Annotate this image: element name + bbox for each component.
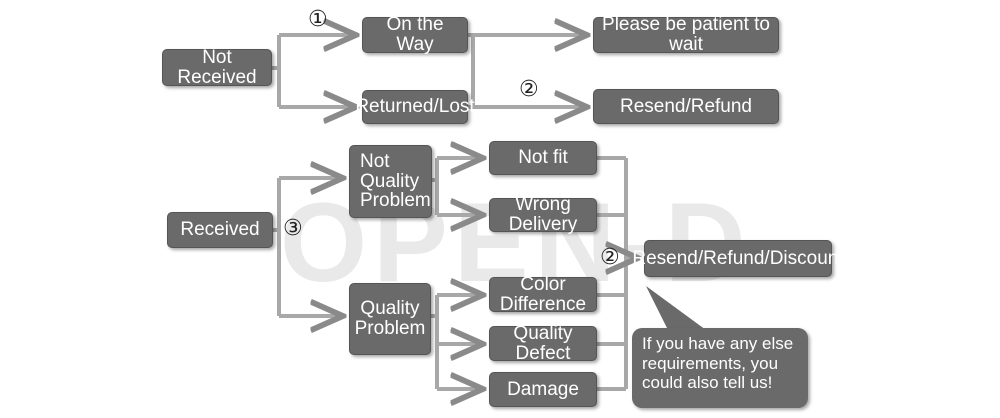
callout-note-text: If you have any else requirements, you c… <box>642 334 794 393</box>
node-returned-lost: Returned/Lost <box>355 90 475 124</box>
node-received-label: Received <box>180 219 260 241</box>
node-not-quality-problem: Not Quality Problem <box>349 145 432 218</box>
node-resend-refund-discount-label: Resend/Refund/Discount <box>632 247 844 269</box>
node-wrong-delivery: Wrong Delivery <box>489 194 597 235</box>
node-not-fit-label: Not fit <box>518 147 568 169</box>
node-damage: Damage <box>489 372 597 407</box>
callout-note: If you have any else requirements, you c… <box>632 328 808 408</box>
node-please-wait: Please be patient to wait <box>593 14 779 55</box>
node-resend-refund-label: Resend/Refund <box>619 95 753 117</box>
node-damage-label: Damage <box>507 378 579 400</box>
node-quality-problem: Quality Problem <box>349 283 431 355</box>
node-color-difference-label: Color Difference <box>499 273 587 315</box>
node-not-received: Not Received <box>162 46 272 88</box>
step-marker-2-bottom: ② <box>600 245 620 270</box>
node-on-the-way: On the Way <box>362 14 468 55</box>
node-received: Received <box>167 212 273 248</box>
node-color-difference: Color Difference <box>489 273 597 315</box>
node-not-received-label: Not Received <box>177 46 257 88</box>
node-wrong-delivery-label: Wrong Delivery <box>508 194 578 235</box>
step-marker-2-top: ② <box>519 77 539 102</box>
node-resend-refund-discount: Resend/Refund/Discount <box>632 240 844 277</box>
node-returned-lost-label: Returned/Lost <box>355 96 475 118</box>
node-not-fit: Not fit <box>489 141 597 175</box>
node-not-quality-problem-label: Not Quality Problem <box>360 150 431 212</box>
node-resend-refund: Resend/Refund <box>593 89 779 124</box>
node-on-the-way-label: On the Way <box>386 14 444 55</box>
node-quality-defect: Quality Defect <box>489 322 597 364</box>
node-quality-defect-label: Quality Defect <box>513 322 573 364</box>
node-quality-problem-label: Quality Problem <box>354 298 426 339</box>
node-please-wait-label: Please be patient to wait <box>602 14 770 55</box>
step-marker-1: ① <box>308 7 328 32</box>
step-marker-3: ③ <box>283 216 303 241</box>
